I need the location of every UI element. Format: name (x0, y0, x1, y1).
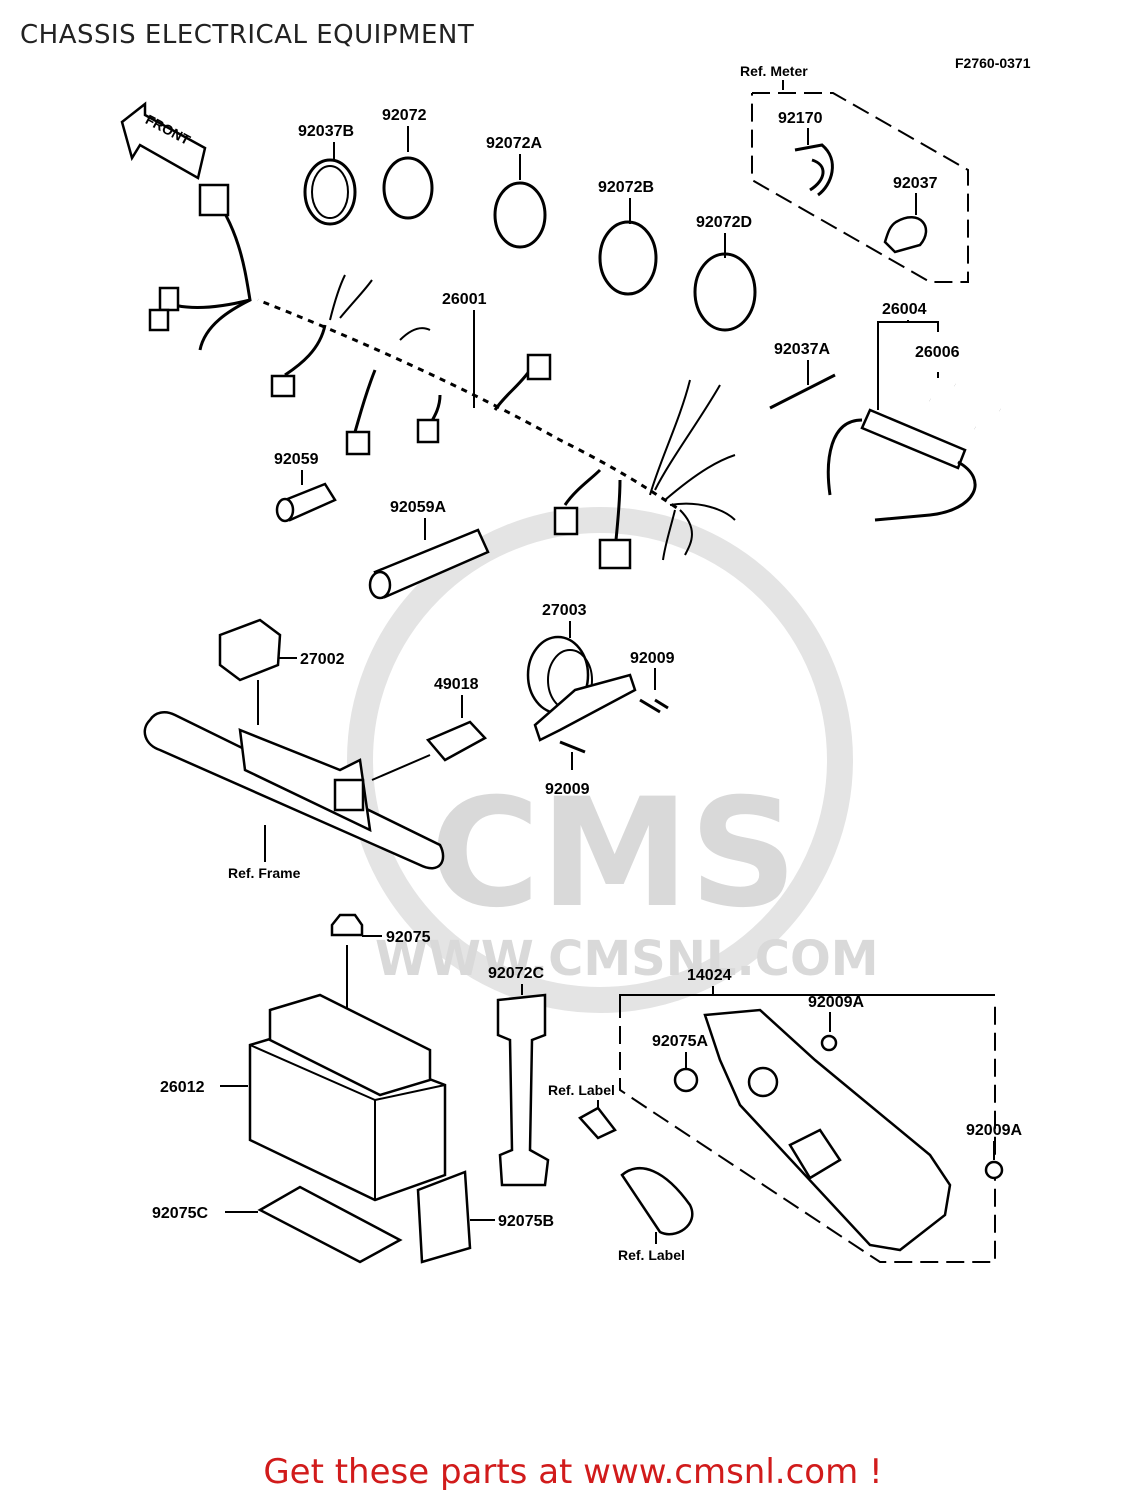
part-92037: 92037 (893, 175, 938, 192)
footer-link[interactable]: Get these parts at www.cmsnl.com ! (263, 1452, 883, 1492)
sleeves-group: 92059 92059A (274, 451, 490, 600)
battery-group: 92075 26012 92075C 92075B (152, 913, 554, 1264)
part-92009-top: 92009 (630, 650, 675, 667)
frame-group: 27002 Ref. Frame 49018 (143, 618, 488, 881)
part-92075A: 92075A (652, 1033, 708, 1050)
part-26012: 26012 (160, 1079, 205, 1096)
part-92009A-bottom: 92009A (966, 1122, 1022, 1139)
ref-label-bottom: Ref. Label (618, 1247, 685, 1263)
part-92037B: 92037B (298, 123, 354, 140)
bracket-group: 14024 92009A 92075A 92009A (619, 967, 1022, 1263)
part-92059: 92059 (274, 451, 319, 468)
part-92037A: 92037A (774, 341, 830, 358)
part-14024: 14024 (687, 967, 732, 984)
part-92009-bottom: 92009 (545, 781, 590, 798)
part-27003: 27003 (542, 602, 587, 619)
part-92072A: 92072A (486, 135, 542, 152)
part-92072: 92072 (382, 107, 427, 124)
part-92072C: 92072C (488, 965, 544, 982)
part-92075B: 92075B (498, 1213, 554, 1230)
part-49018: 49018 (434, 676, 479, 693)
part-27002: 27002 (300, 651, 345, 668)
part-92075C: 92075C (152, 1205, 208, 1222)
strap-group: 92072C Ref. Label Ref. Label (488, 965, 694, 1263)
ref-meter-label: Ref. Meter (740, 63, 808, 79)
watermark-brand: CMS (430, 767, 797, 941)
page-title: CHASSIS ELECTRICAL EQUIPMENT (20, 20, 475, 50)
part-92075: 92075 (386, 929, 431, 946)
sub-harness-group: 26004 92037A 26006 (769, 301, 1002, 522)
ref-frame-label: Ref. Frame (228, 865, 301, 881)
part-92170: 92170 (778, 110, 823, 127)
bands-row: 92037B 92072 92072A 92072B 92072D (298, 107, 757, 332)
front-arrow-icon: FRONT (120, 101, 207, 180)
part-26001: 26001 (442, 291, 487, 308)
part-92059A: 92059A (390, 499, 446, 516)
parts-diagram: CMS WWW.CMSNL.COM F2760-0371 FRONT Ref. … (120, 55, 1031, 1264)
part-92072B: 92072B (598, 179, 654, 196)
ref-label-strap: Ref. Label (548, 1082, 615, 1098)
watermark: CMS WWW.CMSNL.COM (347, 507, 879, 1013)
part-92072D: 92072D (696, 214, 752, 231)
part-26004: 26004 (882, 301, 927, 318)
part-92009A-top: 92009A (808, 994, 864, 1011)
watermark-url: WWW.CMSNL.COM (375, 931, 879, 987)
meter-group: Ref. Meter 92170 92037 (740, 63, 969, 283)
diagram-code: F2760-0371 (955, 55, 1031, 71)
part-26006: 26006 (915, 344, 960, 361)
horn-group: 27003 92009 92009 (526, 602, 675, 798)
main-harness: 26001 (148, 183, 736, 570)
